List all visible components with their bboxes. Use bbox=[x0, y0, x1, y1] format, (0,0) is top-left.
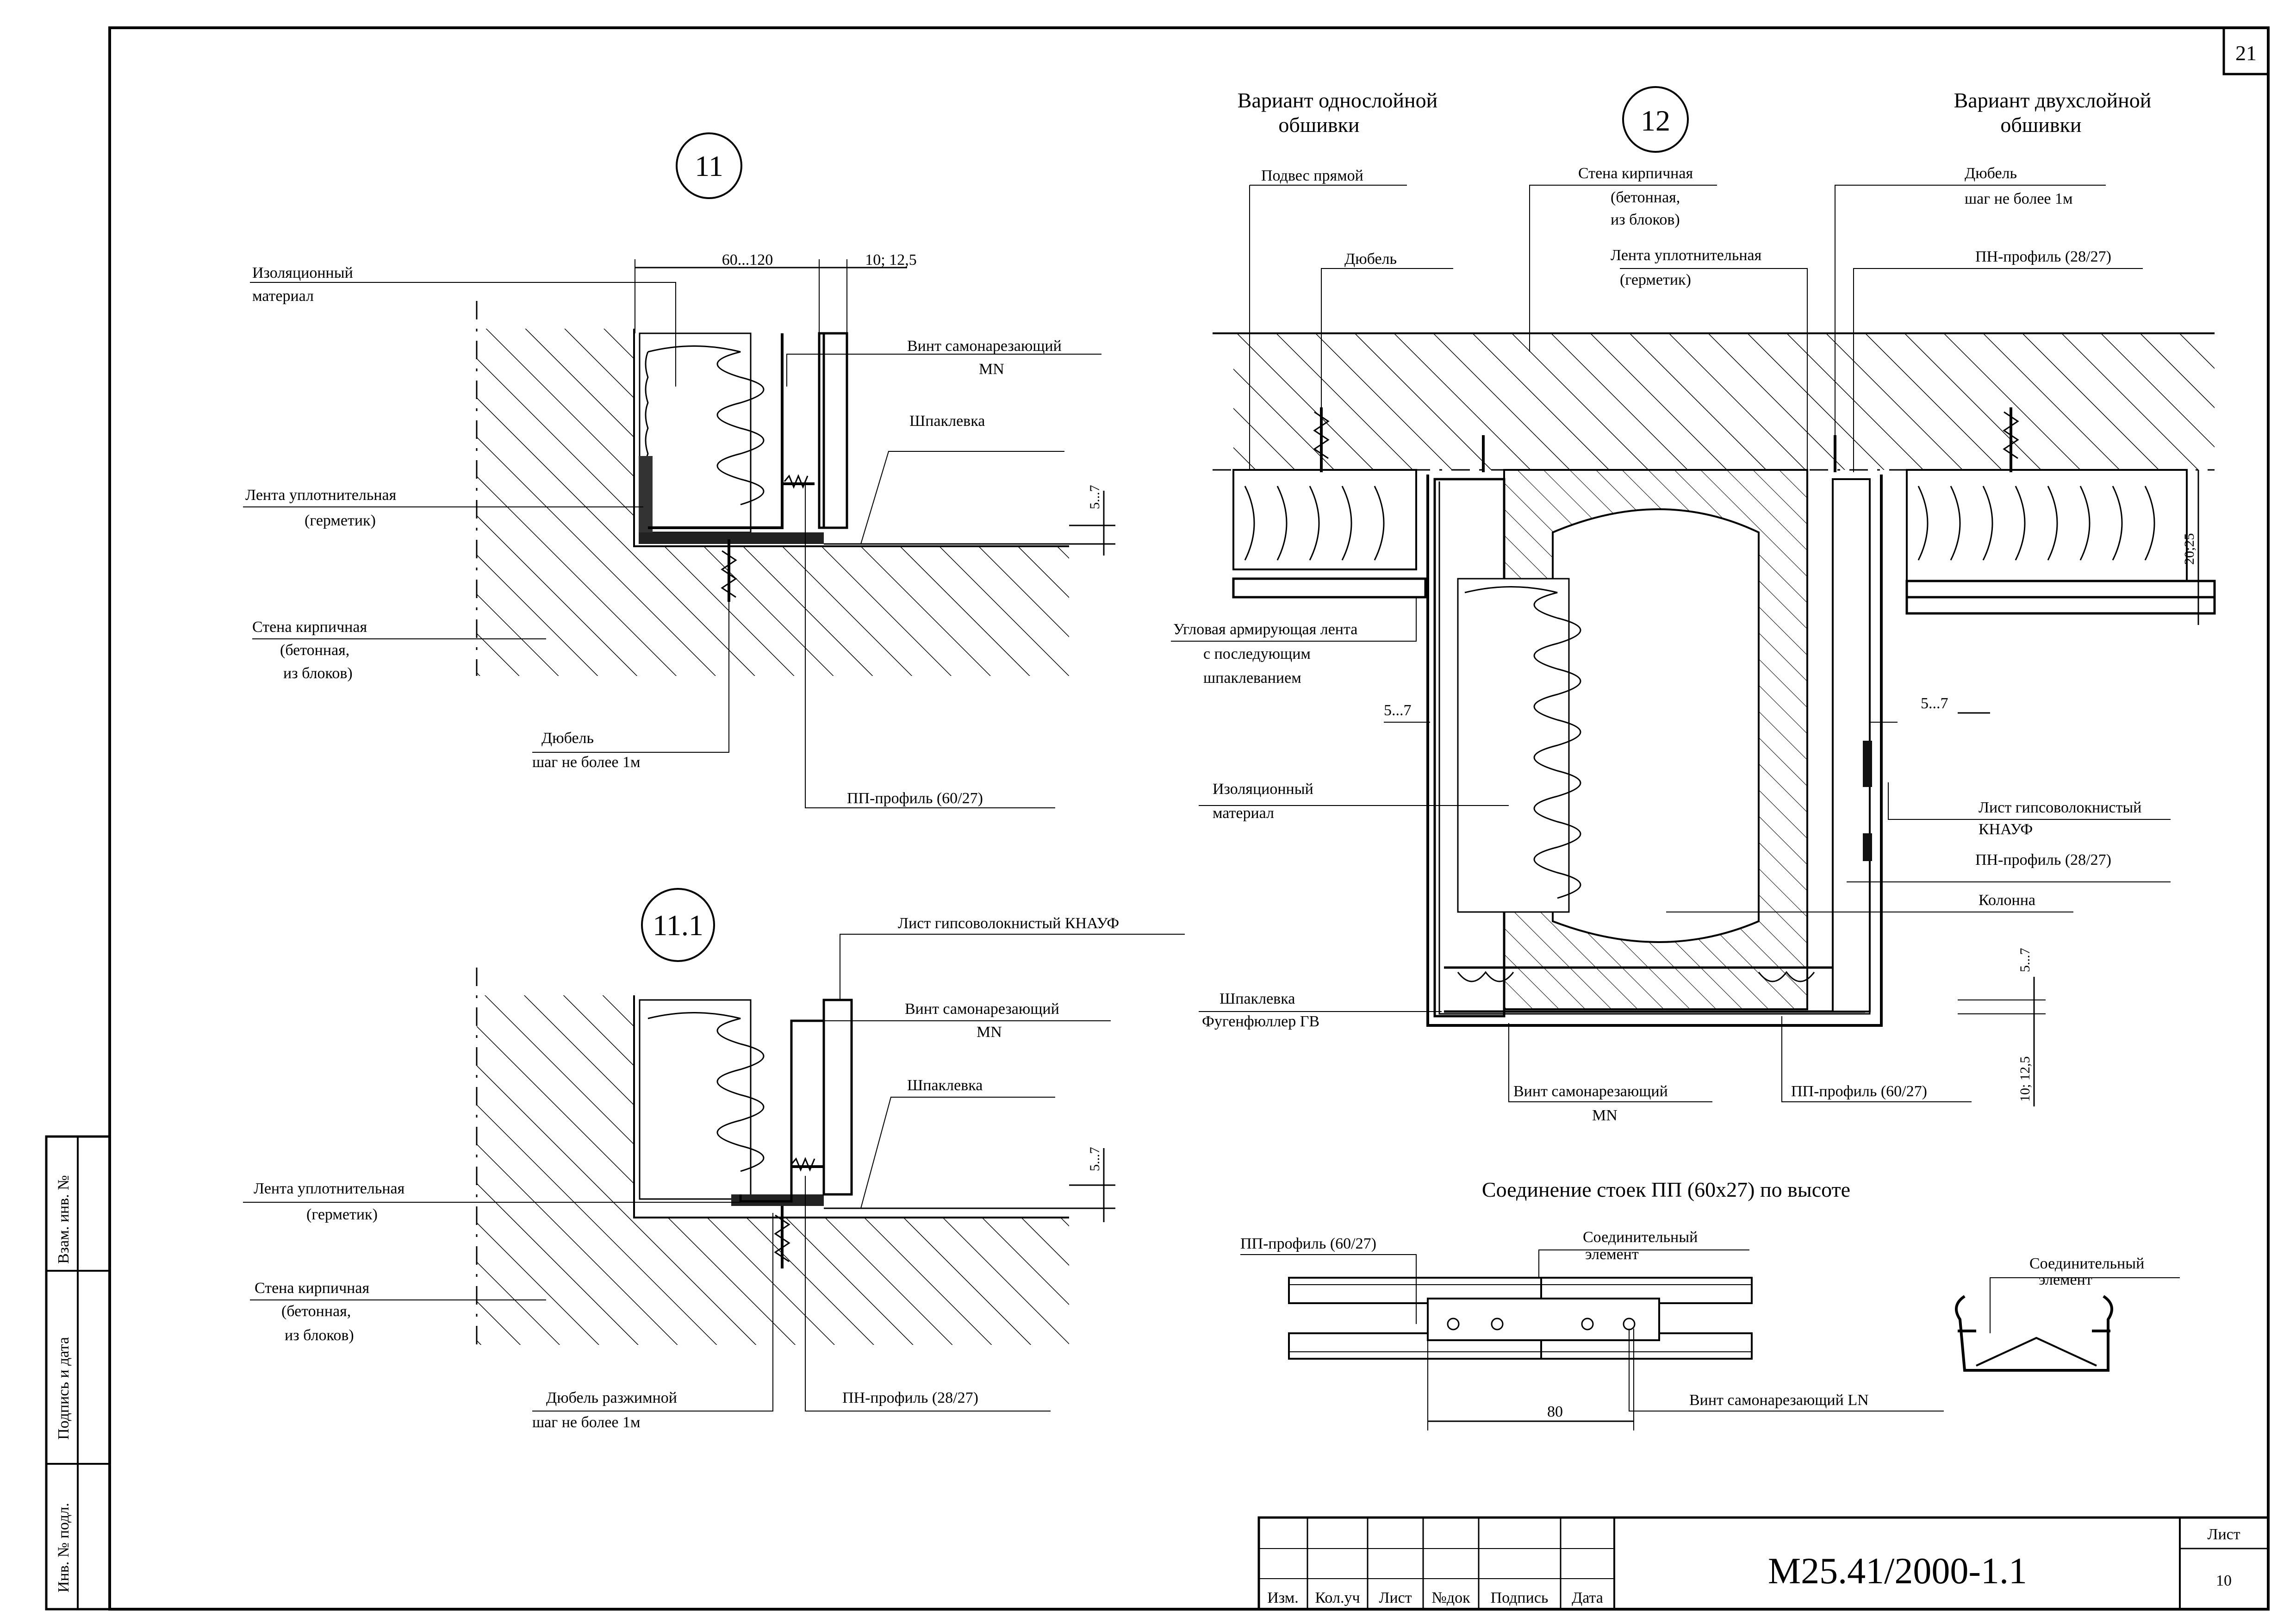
d111-label-screw-2: MN bbox=[977, 1024, 1002, 1041]
tb-col-izm: Изм. bbox=[1267, 1589, 1299, 1606]
d11-label-screw-1: Винт самонарезающий bbox=[907, 337, 1062, 355]
detail-11-1-drawing bbox=[243, 888, 1185, 1412]
joint-drawing bbox=[1240, 1249, 2180, 1430]
d12-label-pn-top: ПН-профиль (28/27) bbox=[1975, 248, 2111, 265]
tb-col-kolvo: Кол.уч bbox=[1315, 1589, 1360, 1606]
d12-dim-5-7-left: 5...7 bbox=[1384, 702, 1412, 719]
stamp-replace-inventory: Взам. инв. № bbox=[55, 1175, 72, 1264]
d12-label-pp-profile: ПП-профиль (60/27) bbox=[1791, 1083, 1927, 1100]
tb-col-data: Дата bbox=[1572, 1589, 1603, 1606]
d12-label-screw-1: Винт самонарезающий bbox=[1513, 1083, 1668, 1100]
d11-dim-board: 10; 12,5 bbox=[865, 251, 916, 269]
d12-label-hanger: Подвес прямой bbox=[1261, 167, 1363, 184]
d12-variant-single-1: Вариант однослойной bbox=[1238, 88, 1437, 112]
document-code: М25.41/2000-1.1 bbox=[1768, 1551, 2027, 1592]
d111-label-sheet: Лист гипсоволокнистый КНАУФ bbox=[898, 915, 1119, 932]
tb-col-ndok: №док bbox=[1431, 1589, 1470, 1606]
joint-label-connector-1: Соединительный bbox=[1583, 1229, 1698, 1246]
stamp-signature-date: Подпись и дата bbox=[55, 1337, 72, 1440]
sheet-frame bbox=[108, 26, 2270, 1611]
d111-label-screw-1: Винт самонарезающий bbox=[905, 1000, 1059, 1018]
d12-dim-5-7-vert: 5...7 bbox=[2017, 948, 2033, 973]
d11-dim-gap: 5...7 bbox=[1087, 485, 1102, 510]
page-number: 21 bbox=[2235, 41, 2257, 65]
d111-label-profile: ПН-профиль (28/27) bbox=[842, 1389, 978, 1406]
joint-label-connector-r-2: элемент bbox=[2039, 1271, 2092, 1288]
joint-label-connector-2: элемент bbox=[1585, 1246, 1639, 1263]
d12-label-pn-mid: ПН-профиль (28/27) bbox=[1975, 851, 2111, 868]
d12-label-column: Колонна bbox=[1979, 892, 2035, 909]
d12-label-corner-1: Угловая армирующая лента bbox=[1173, 621, 1357, 638]
d111-label-tape-2: (герметик) bbox=[306, 1206, 378, 1223]
d12-variant-single-2: обшивки bbox=[1278, 113, 1359, 137]
d12-label-dowel-r-2: шаг не более 1м bbox=[1965, 190, 2073, 207]
d111-label-dowel-2: шаг не более 1м bbox=[532, 1414, 641, 1431]
d11-label-screw-2: MN bbox=[979, 361, 1004, 378]
d111-label-tape-1: Лента уплотнительная bbox=[254, 1180, 405, 1197]
sheet-label: Лист bbox=[2207, 1526, 2240, 1543]
d12-label-wall-2: (бетонная, bbox=[1611, 189, 1680, 206]
d12-label-gvl-1: Лист гипсоволокнистый bbox=[1979, 799, 2141, 816]
d111-label-wall-1: Стена кирпичная bbox=[255, 1280, 369, 1297]
detail-12-number: 12 bbox=[1641, 104, 1670, 137]
joint-label-connector-r-1: Соединительный bbox=[2029, 1255, 2144, 1272]
d12-label-tape-2: (герметик) bbox=[1620, 271, 1691, 288]
d12-variant-double-1: Вариант двухслойной bbox=[1954, 88, 2152, 112]
detail-11-drawing bbox=[243, 132, 1115, 808]
d11-dim-width: 60...120 bbox=[722, 251, 773, 269]
joint-label-screw: Винт самонарезающий LN bbox=[1689, 1392, 1869, 1409]
d12-label-dowel: Дюбель bbox=[1344, 250, 1397, 268]
detail-11-1-number: 11.1 bbox=[653, 909, 703, 942]
d12-dim-10-12: 10; 12,5 bbox=[2017, 1056, 2033, 1102]
d11-label-wall-1: Стена кирпичная bbox=[252, 618, 367, 636]
joint-dim-80: 80 bbox=[1547, 1403, 1563, 1420]
d12-label-tape-1: Лента уплотнительная bbox=[1611, 247, 1762, 264]
d11-label-dowel-2: шаг не более 1м bbox=[532, 754, 641, 771]
d12-label-putty-2: Фугенфюллер ГВ bbox=[1202, 1013, 1319, 1030]
d11-label-wall-3: из блоков) bbox=[283, 665, 353, 682]
d11-label-insulation-1: Изоляционный bbox=[252, 264, 353, 281]
d111-label-dowel-1: Дюбель разжимной bbox=[546, 1389, 677, 1406]
d11-label-tape-2: (герметик) bbox=[305, 512, 376, 529]
d11-label-dowel-1: Дюбель bbox=[541, 730, 594, 747]
d12-variant-double-2: обшивки bbox=[2000, 113, 2081, 137]
d11-label-putty: Шпаклевка bbox=[909, 412, 985, 430]
tb-col-podpis: Подпись bbox=[1491, 1589, 1549, 1606]
d111-label-putty: Шпаклевка bbox=[907, 1077, 983, 1094]
sheet-number: 10 bbox=[2216, 1572, 2232, 1589]
joint-title: Соединение стоек ПП (60х27) по высоте bbox=[1482, 1178, 1850, 1201]
stamp-inventory: Инв. № подл. bbox=[55, 1503, 72, 1593]
d12-label-wall-3: из блоков) bbox=[1611, 211, 1680, 228]
d12-label-insulation-2: материал bbox=[1213, 805, 1274, 822]
d12-label-corner-2: с последующим bbox=[1203, 645, 1311, 662]
d12-dim-20-25: 20;25 bbox=[2182, 533, 2197, 565]
d111-dim-gap: 5...7 bbox=[1087, 1147, 1102, 1172]
d12-label-putty-1: Шпаклевка bbox=[1220, 990, 1295, 1007]
d111-label-wall-2: (бетонная, bbox=[281, 1303, 351, 1320]
d12-label-gvl-2: КНАУФ bbox=[1979, 821, 2033, 838]
d11-label-tape-1: Лента уплотнительная bbox=[245, 487, 397, 504]
detail-12-drawing bbox=[1171, 86, 2216, 1106]
d11-label-wall-2: (бетонная, bbox=[280, 642, 349, 659]
tb-col-list: Лист bbox=[1379, 1589, 1412, 1606]
d11-label-profile: ПП-профиль (60/27) bbox=[847, 790, 983, 807]
joint-label-pp-profile: ПП-профиль (60/27) bbox=[1240, 1235, 1376, 1252]
d111-label-wall-3: из блоков) bbox=[285, 1327, 354, 1344]
d12-label-corner-3: шпаклеванием bbox=[1203, 669, 1301, 687]
d12-label-insulation-1: Изоляционный bbox=[1213, 781, 1313, 798]
d12-label-screw-2: MN bbox=[1592, 1107, 1618, 1124]
detail-11-number: 11 bbox=[695, 150, 723, 182]
d11-label-insulation-2: материал bbox=[252, 287, 314, 305]
d12-dim-5-7-right: 5...7 bbox=[1921, 695, 1948, 712]
d12-label-wall-1: Стена кирпичная bbox=[1578, 165, 1693, 182]
title-block bbox=[1257, 1516, 2270, 1611]
side-stamp: Взам. инв. № Подпись и дата Инв. № подл. bbox=[45, 1135, 111, 1611]
d12-label-dowel-r-1: Дюбель bbox=[1965, 165, 2017, 182]
